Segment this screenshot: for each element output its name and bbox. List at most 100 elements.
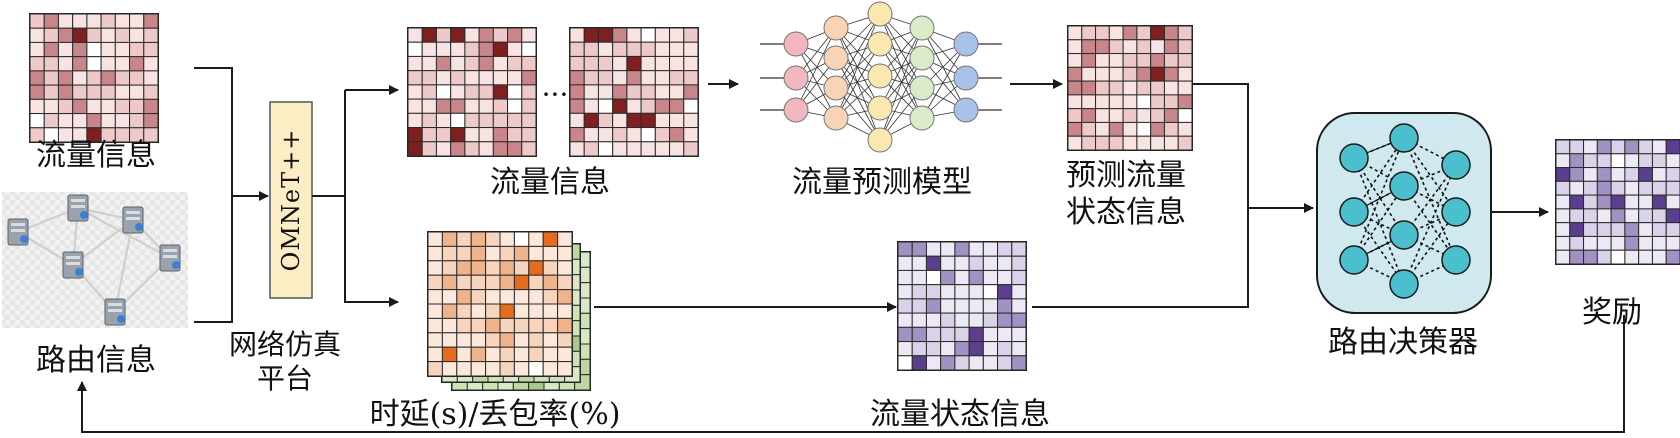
traffic-pred-cell [1095, 80, 1110, 96]
traffic-left-cell [86, 27, 102, 43]
reward-cell [1583, 167, 1598, 182]
delay-cell [528, 346, 544, 363]
traffic-mid2-cell [626, 84, 642, 100]
traffic-mid1-cell [421, 55, 437, 72]
traffic-mid2-cell [669, 70, 685, 86]
state-cell [925, 269, 942, 286]
traffic-mid2-cell [597, 112, 614, 129]
traffic-state-matrix [897, 241, 1027, 371]
delay-cell [557, 361, 573, 377]
omnet-label: OMNeT++ [277, 129, 305, 272]
delay-cell [470, 245, 487, 262]
state-cell [954, 241, 970, 257]
delay-cell [499, 303, 515, 319]
reward-cell [1569, 235, 1585, 251]
delay-cell [441, 274, 458, 291]
delay-cell [528, 303, 544, 319]
traffic-mid2-cell [626, 70, 642, 86]
traffic-mid1-cell [492, 98, 509, 114]
state-cell [968, 326, 984, 343]
reward-cell [1596, 180, 1612, 196]
state-cell [954, 355, 970, 371]
traffic-pred-cell [1108, 108, 1124, 123]
traffic-pred-cell [1150, 53, 1165, 68]
traffic-mid2-cell [597, 98, 614, 114]
delay-cell [557, 274, 573, 291]
traffic-left-cell [43, 84, 59, 100]
traffic-mid2-cell [626, 98, 642, 114]
state-cell [897, 355, 913, 371]
delay-cell [456, 317, 472, 334]
state-cell [897, 341, 913, 357]
traffic-mid1-cell [421, 41, 437, 57]
reward-cell [1638, 139, 1653, 155]
delay-cell [499, 260, 515, 276]
arrow-traffic-to-merge [194, 67, 233, 196]
traffic-mid2-cell [612, 70, 628, 86]
reward-cell [1638, 180, 1653, 196]
traffic-mid2-cell [654, 55, 671, 72]
delay-cell [557, 289, 573, 305]
reward-cell [1610, 208, 1626, 224]
reward-cell [1665, 180, 1680, 196]
delay-cell [427, 274, 443, 291]
state-cell [982, 241, 999, 257]
delay-cell [456, 303, 472, 319]
reward-cell [1665, 249, 1680, 265]
traffic-pred-cell [1081, 66, 1097, 82]
traffic-mid1-cell [464, 112, 480, 129]
traffic-left-cell [129, 56, 145, 72]
traffic-left-cell [43, 41, 59, 58]
delay-cell [528, 361, 544, 377]
traffic-mid2-cell [640, 141, 656, 157]
reward-cell [1596, 208, 1612, 224]
nn-node [953, 97, 979, 123]
traffic-left-cell [57, 41, 74, 58]
traffic-left-cell [43, 70, 59, 86]
traffic-mid1-cell [507, 98, 523, 114]
reward-cell [1583, 153, 1598, 169]
reward-cell [1624, 139, 1640, 155]
reward-cell [1638, 167, 1653, 182]
traffic-pred-cell [1081, 80, 1097, 96]
state-cell [940, 355, 956, 371]
state-cell [1011, 326, 1027, 343]
traffic-left-cell [86, 56, 102, 72]
traffic-mid2-cell [640, 112, 656, 129]
delay-cell [542, 361, 559, 377]
traffic-pred-cell [1081, 25, 1097, 41]
state-cell [997, 355, 1013, 371]
nn-node [953, 31, 979, 57]
reward-cell [1624, 208, 1640, 224]
traffic-pred-cell [1177, 108, 1193, 123]
traffic-matrix-mid-1 [407, 27, 537, 157]
traffic-left-cell [29, 56, 45, 72]
traffic-mid2-cell [683, 70, 699, 86]
traffic-pred-cell [1122, 94, 1138, 110]
delay-cell [427, 303, 443, 319]
traffic-pred-cell [1136, 66, 1152, 82]
reward-cell [1596, 167, 1612, 182]
nn-node [867, 31, 893, 57]
reward-cell [1651, 235, 1667, 251]
state-cell [897, 255, 913, 271]
traffic-pred-cell [1067, 66, 1083, 82]
traffic-left-cell [114, 84, 131, 100]
traffic-left-cell [114, 70, 131, 86]
traffic-mid2-cell [669, 27, 685, 43]
state-cell [1011, 298, 1027, 314]
reward-cell [1610, 194, 1626, 210]
reward-cell [1569, 194, 1585, 210]
traffic-mid1-cell [407, 112, 423, 129]
traffic-mid1-cell [464, 84, 480, 100]
delay-cell [470, 346, 487, 363]
reward-cell [1569, 180, 1585, 196]
traffic-left-cell [129, 98, 145, 115]
delay-cell [427, 332, 443, 348]
arrow-routing-to-merge [194, 196, 233, 323]
traffic-mid1-cell [464, 55, 480, 72]
delay-cell [485, 274, 501, 291]
reward-cell [1624, 222, 1640, 237]
delay-cell [513, 346, 530, 363]
traffic-left-cell [72, 98, 88, 115]
